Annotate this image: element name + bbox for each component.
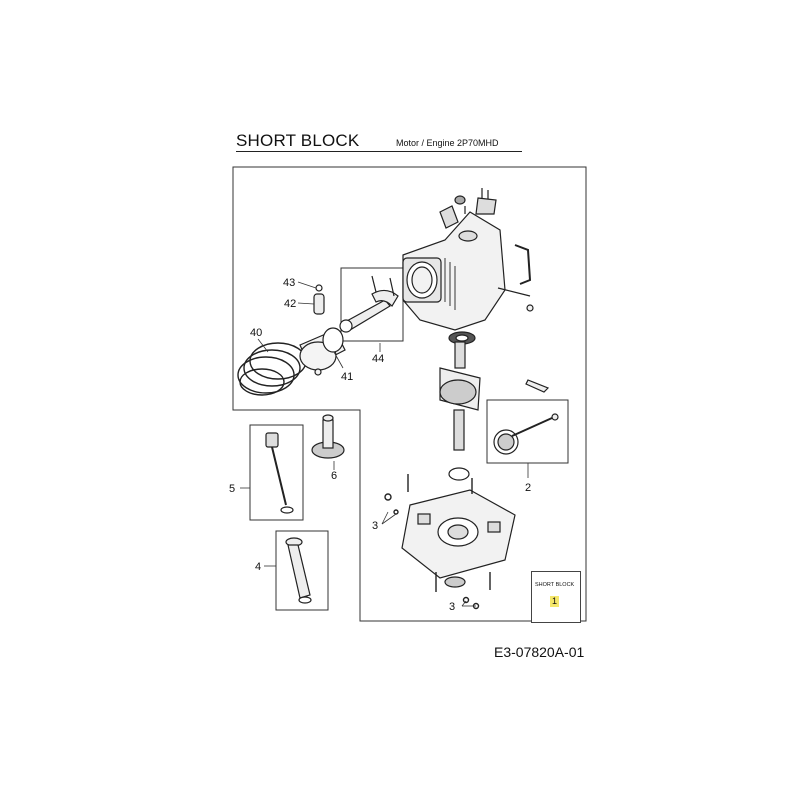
dipstick-group-box bbox=[249, 424, 304, 521]
callout-44: 44 bbox=[372, 353, 384, 365]
main-frame bbox=[232, 166, 587, 622]
engine-model-label: Motor / Engine 2P70MHD bbox=[396, 138, 499, 148]
callout-6: 6 bbox=[331, 470, 337, 482]
legend-badge: 1 bbox=[550, 596, 559, 607]
callout-41: 41 bbox=[341, 371, 353, 383]
callout-5: 5 bbox=[229, 483, 235, 495]
dipstick-icon bbox=[265, 432, 294, 514]
crankcase-cover-icon bbox=[401, 489, 516, 588]
legend-title: SHORT BLOCK bbox=[535, 582, 575, 588]
legend-box: SHORT BLOCK 1 bbox=[531, 571, 581, 623]
governor-group-box bbox=[486, 399, 569, 464]
cylinder-block-icon bbox=[402, 188, 534, 345]
document-id: E3-07820A-01 bbox=[494, 644, 585, 660]
piston-pin-clip-icon bbox=[313, 284, 325, 315]
title-underline bbox=[236, 151, 522, 152]
connecting-rod-icon bbox=[339, 275, 399, 333]
callout-2: 2 bbox=[525, 482, 531, 494]
callout-43: 43 bbox=[283, 277, 295, 289]
oil-tube-group-box bbox=[275, 530, 329, 611]
callout-42: 42 bbox=[284, 298, 296, 310]
camshaft-gear-icon bbox=[311, 414, 345, 459]
callout-3-lower: 3 bbox=[449, 601, 455, 613]
callout-4: 4 bbox=[255, 561, 261, 573]
piston-rings-icon bbox=[237, 342, 307, 396]
callout-40: 40 bbox=[250, 327, 262, 339]
conrod-group-box bbox=[340, 267, 404, 342]
page-title: SHORT BLOCK bbox=[236, 131, 360, 150]
oil-fill-tube-icon bbox=[285, 537, 312, 604]
piston-icon bbox=[299, 327, 346, 376]
callout-3-upper: 3 bbox=[372, 520, 378, 532]
governor-gear-icon bbox=[493, 379, 559, 455]
crankshaft-icon bbox=[439, 341, 481, 481]
bolt-icon bbox=[384, 474, 491, 610]
leader-lines bbox=[240, 281, 529, 607]
